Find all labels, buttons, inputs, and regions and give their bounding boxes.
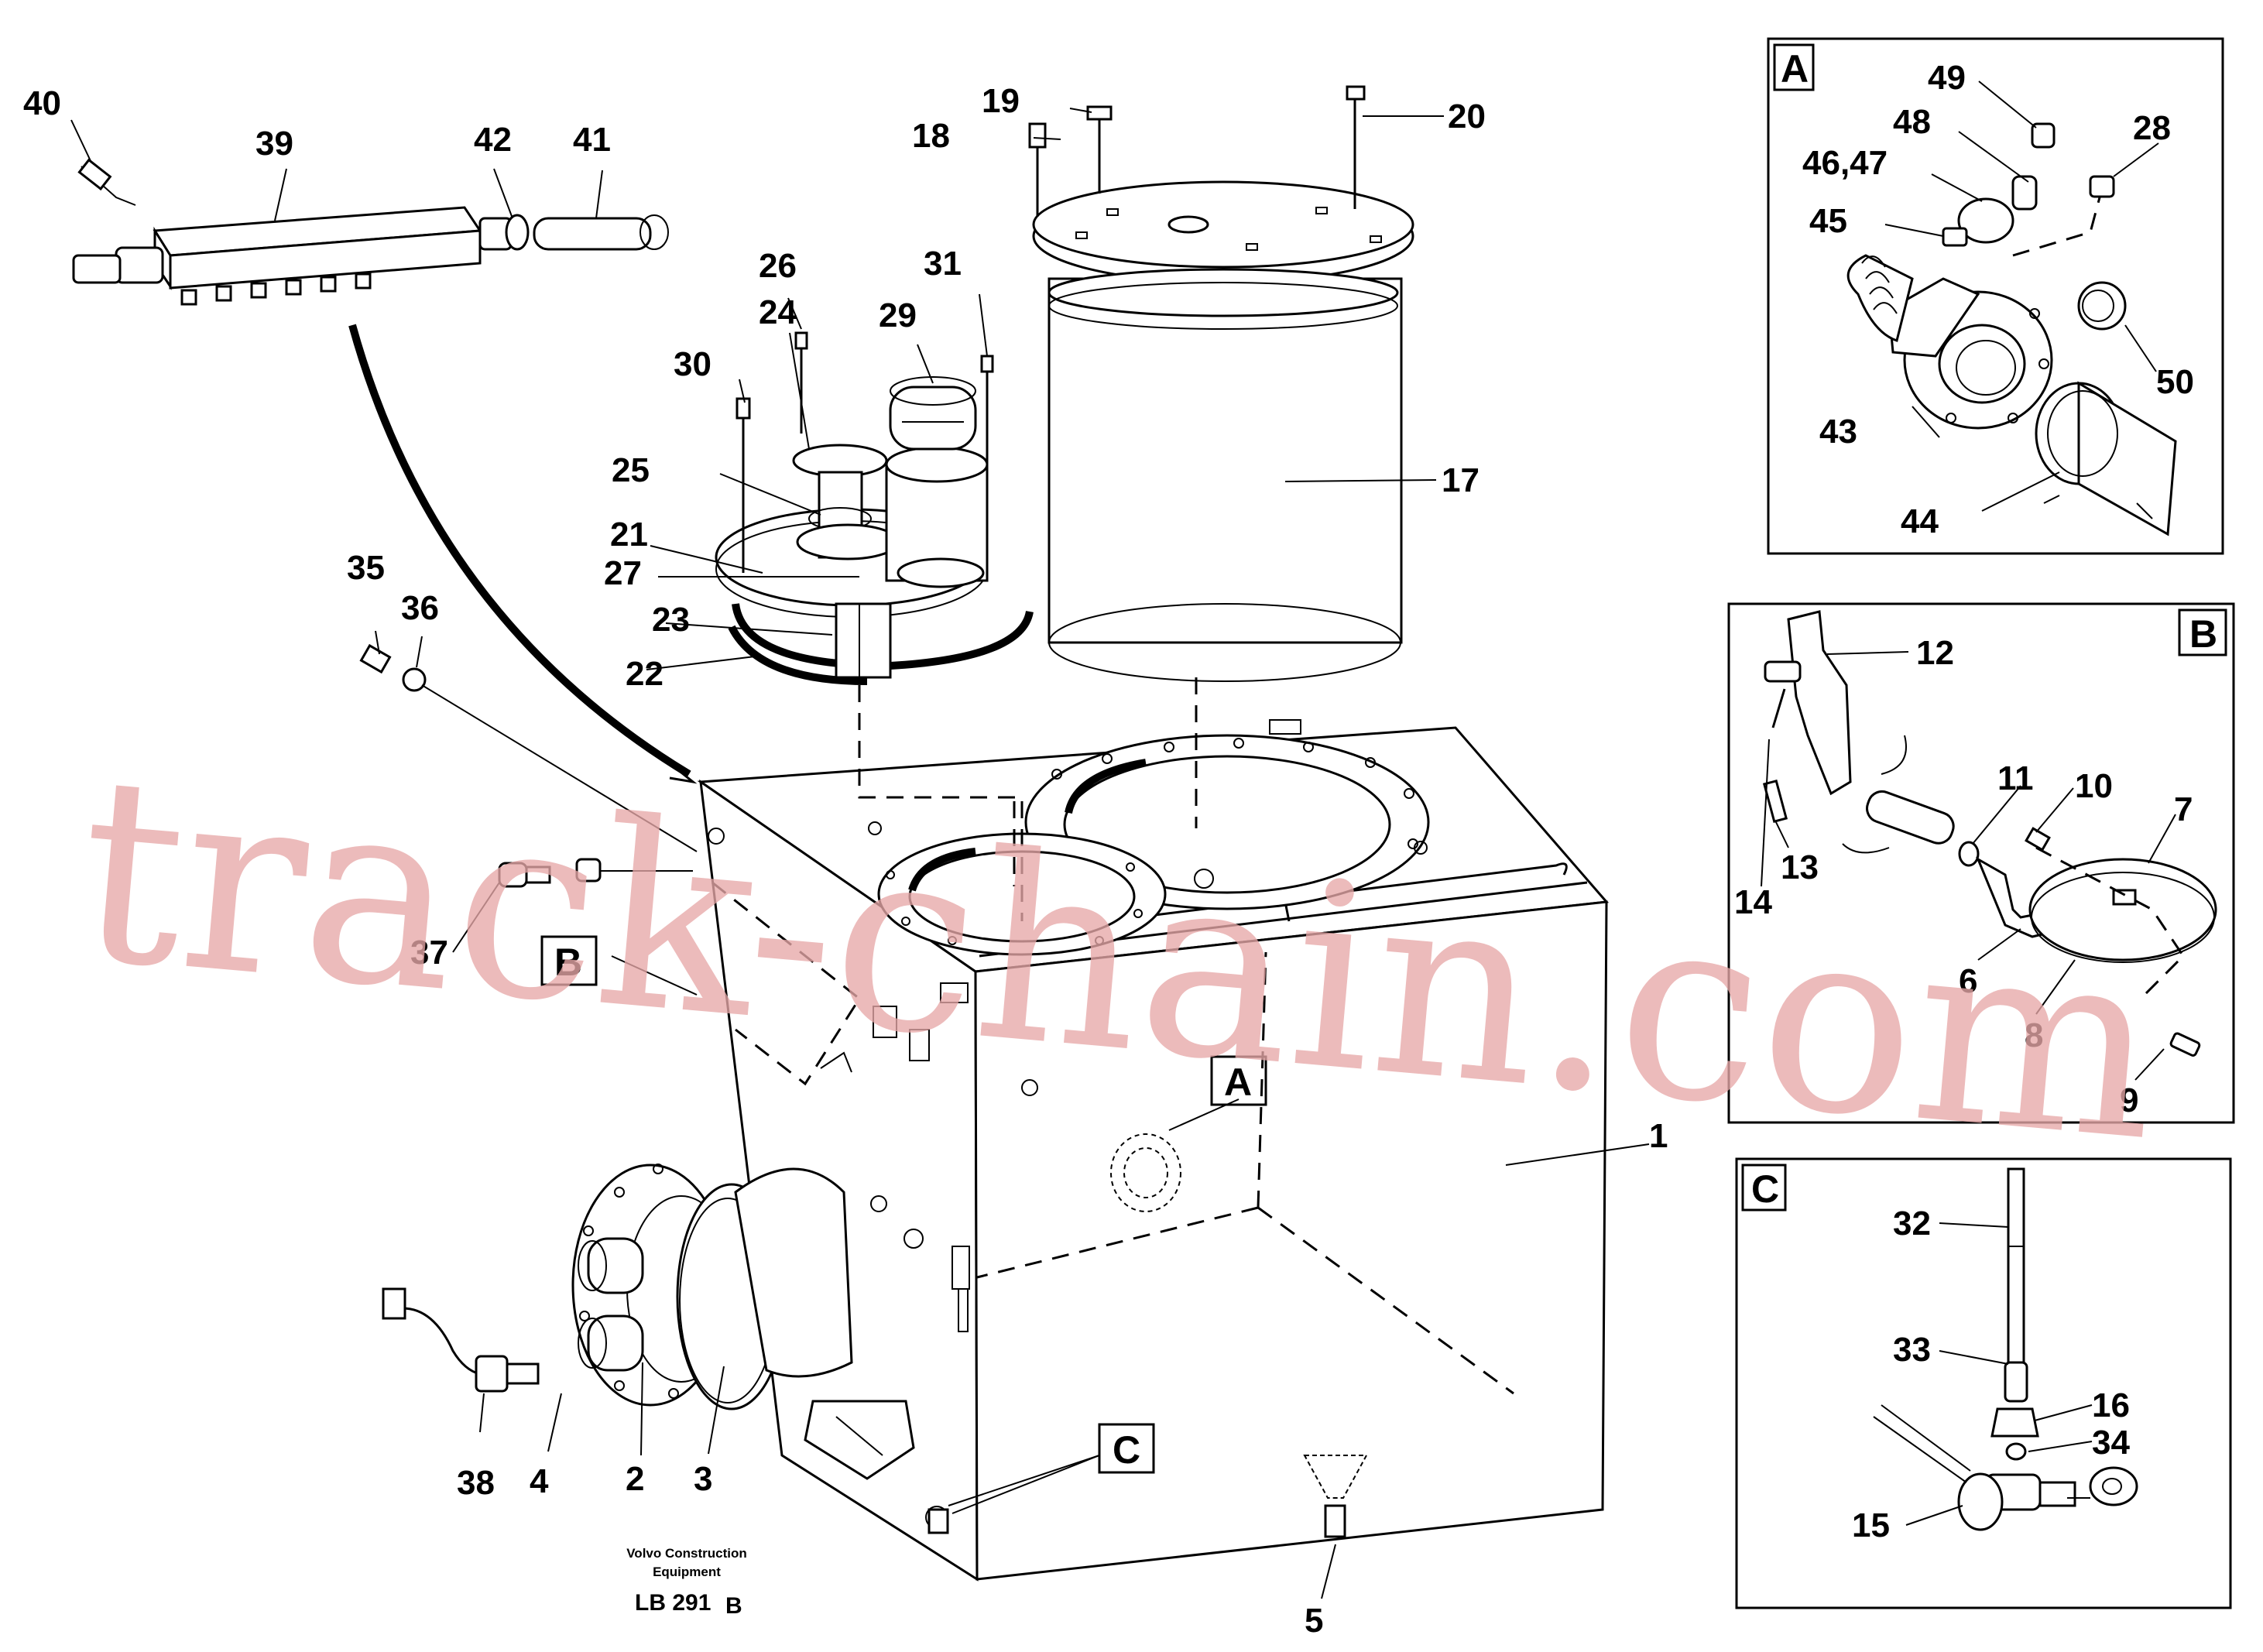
callout-29: 29 [879,296,917,334]
credit-line-2: Equipment [653,1565,721,1579]
callout-44: 44 [1901,502,1939,540]
callout-33: 33 [1893,1331,1931,1369]
main-callouts: 1 2 3 4 5 17 18 19 20 21 22 23 24 25 26 … [23,82,1668,1640]
callout-27: 27 [604,554,642,592]
detail-a-title: A [1781,47,1809,91]
callout-25: 25 [612,451,650,489]
callout-1: 1 [1649,1117,1668,1155]
callout-40: 40 [23,84,61,122]
main-leader-lines [70,108,1650,1599]
callout-7: 7 [2174,790,2193,828]
callout-41: 41 [573,121,611,159]
callout-15: 15 [1852,1506,1890,1544]
callout-3: 3 [694,1460,712,1498]
callout-5: 5 [1305,1602,1323,1640]
hydraulic-tank-assembly [382,719,1610,1582]
view-marker-c-box [1098,1423,1155,1474]
drawing-code-suffix: B [725,1593,742,1619]
credit-line-1: Volvo Construction [626,1546,747,1561]
view-marker-b: B [554,941,582,984]
callout-46-47: 46,47 [1802,144,1888,182]
detail-a-frame [1767,37,2224,555]
callout-18: 18 [912,117,950,155]
tank-front-face [974,900,1608,1581]
view-marker-b-box [540,935,598,986]
detail-a-tag [1773,43,1815,91]
breather-filter-assembly [715,331,1034,921]
callout-49: 49 [1928,59,1966,97]
callout-6: 6 [1959,962,1977,1000]
callout-10: 10 [2075,767,2113,805]
callout-32: 32 [1893,1205,1931,1242]
callout-24: 24 [759,293,797,331]
mounting-bracket [804,1400,915,1480]
callout-16: 16 [2092,1386,2130,1424]
detail-view-a [1767,37,2224,555]
callout-21: 21 [610,516,648,554]
view-marker-c: C [1113,1428,1140,1472]
callout-2: 2 [626,1460,644,1498]
callout-22: 22 [626,655,663,693]
distribution-block-assembly [72,158,698,784]
view-marker-a: A [1224,1061,1252,1104]
detail-a-callouts: A 43 44 45 46,47 48 49 28 50 [1781,47,2194,540]
detail-c-callouts: C 32 33 16 34 15 [1751,1167,2130,1544]
callout-26: 26 [759,247,797,285]
callout-28: 28 [2133,109,2171,147]
view-markers: B A C [540,935,1267,1474]
callout-34: 34 [2092,1424,2130,1462]
callout-31: 31 [924,245,962,283]
callout-30: 30 [674,345,711,383]
callout-39: 39 [255,125,293,163]
callout-35: 35 [347,549,385,587]
callout-19: 19 [982,82,1020,120]
callout-43: 43 [1819,413,1857,451]
callout-9: 9 [2120,1081,2138,1119]
credit-block: Volvo Construction Equipment LB 291 B [626,1546,747,1619]
callout-13: 13 [1781,848,1819,886]
detail-view-c [1735,1157,2232,1609]
detail-b-tag [2178,608,2227,656]
callout-23: 23 [652,601,690,639]
suction-strainer [734,1167,853,1378]
callout-11: 11 [1997,759,2034,797]
callout-38: 38 [457,1464,495,1502]
return-filter-assembly [1028,85,1414,828]
callout-17: 17 [1442,461,1480,499]
callout-48: 48 [1893,103,1931,141]
callout-8: 8 [2025,1016,2043,1054]
detail-view-b [1727,602,2235,1124]
callout-37: 37 [410,934,448,972]
callout-50: 50 [2156,363,2194,401]
detail-b-callouts: B 12 11 10 7 13 14 6 8 9 [1734,612,2217,1119]
detail-c-title: C [1751,1167,1779,1211]
detail-b-frame [1727,602,2235,1124]
fittings-35-37 [359,643,698,888]
callout-42: 42 [474,121,512,159]
callout-14: 14 [1734,883,1772,921]
drawing-code: LB 291 [635,1590,711,1616]
callout-36: 36 [401,589,439,627]
detail-b-title: B [2189,612,2217,656]
callout-4: 4 [530,1462,549,1500]
view-marker-a-box [1210,1055,1267,1106]
detail-c-tag [1741,1164,1787,1212]
callout-20: 20 [1448,98,1486,135]
callout-12: 12 [1916,634,1954,672]
callout-45: 45 [1809,202,1847,240]
detail-c-frame [1735,1157,2232,1609]
